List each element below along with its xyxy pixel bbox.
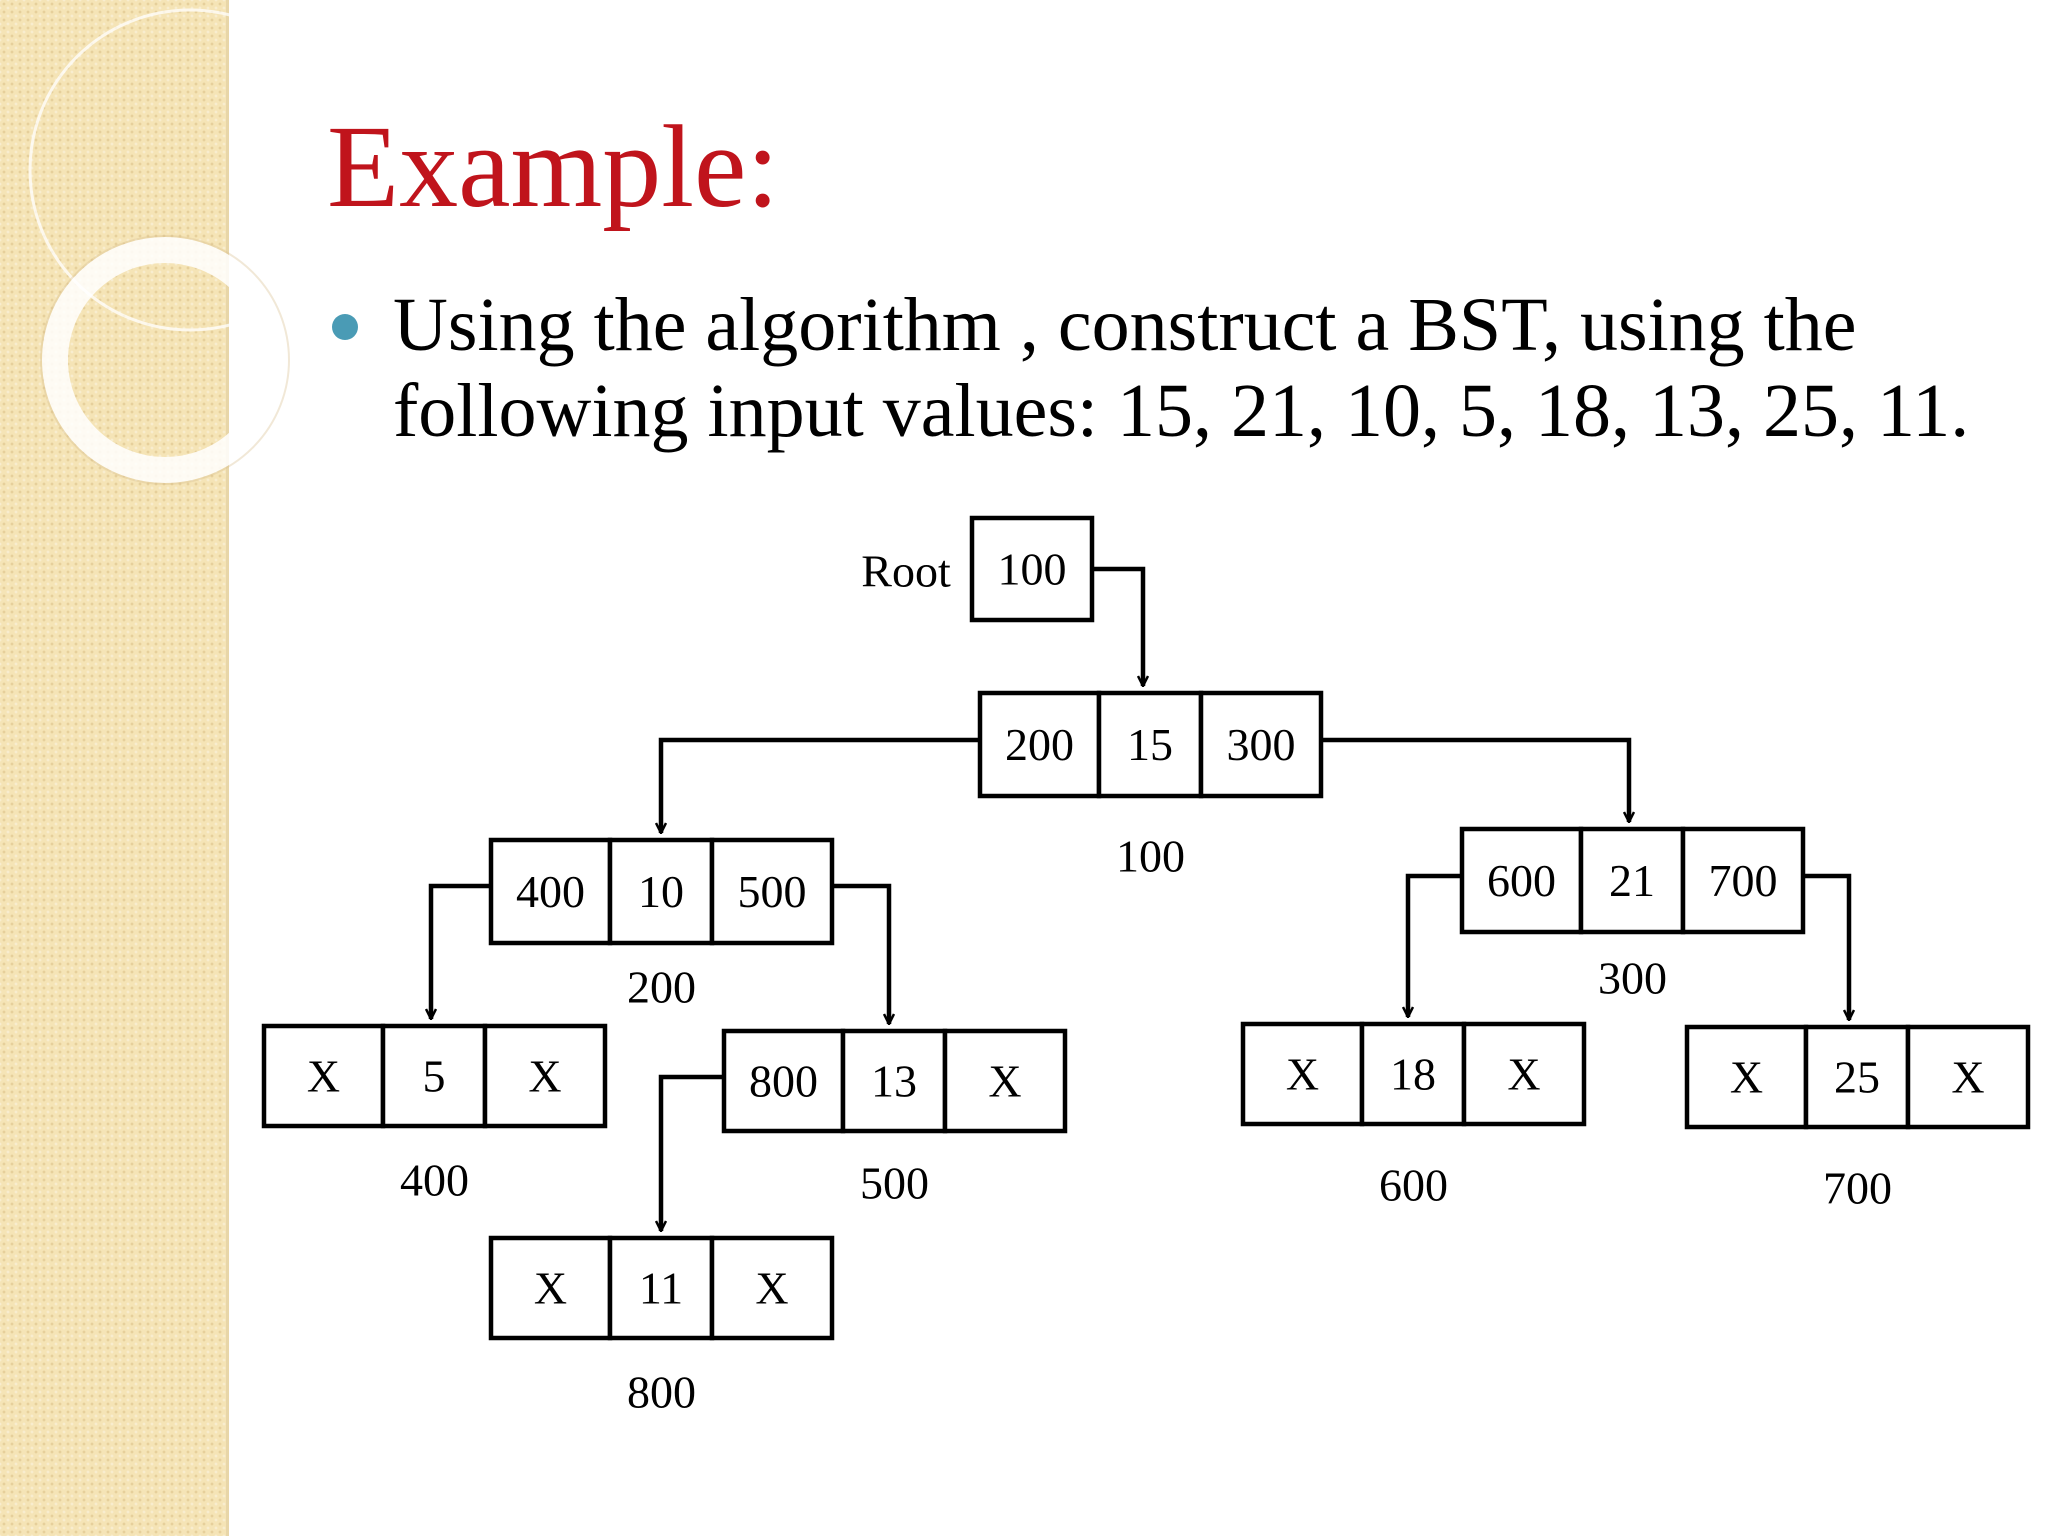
node-right-text: X [1507, 1049, 1540, 1100]
arrow-21-to-18 [1408, 876, 1462, 1017]
node-left-text: X [1730, 1052, 1763, 1103]
node-left-text: X [307, 1051, 340, 1102]
node-value-text: 11 [639, 1263, 683, 1314]
node-address-label: 100 [1116, 831, 1185, 882]
node-right-text: 700 [1709, 855, 1778, 906]
node-value-text: 5 [423, 1051, 446, 1102]
bst-node-600: X 18 X [1243, 1024, 1584, 1124]
arrow-root-to-15 [1092, 569, 1143, 686]
arrow-15-to-21 [1321, 740, 1629, 822]
node-left-text: 200 [1005, 719, 1074, 770]
root-label: Root [861, 546, 951, 597]
node-address-label: 400 [400, 1155, 469, 1206]
node-left-text: X [1286, 1049, 1319, 1100]
node-address-label: 200 [627, 962, 696, 1013]
node-value-text: 18 [1390, 1049, 1436, 1100]
node-left-text: 800 [749, 1056, 818, 1107]
node-right-text: X [988, 1056, 1021, 1107]
root-pointer: 100 Root [861, 518, 1092, 620]
node-address-label: 500 [860, 1158, 929, 1209]
node-value-text: 21 [1609, 855, 1655, 906]
node-value-text: 10 [638, 866, 684, 917]
arrow-10-to-13 [832, 886, 889, 1024]
node-right-text: X [1951, 1052, 1984, 1103]
node-value-text: 25 [1834, 1052, 1880, 1103]
arrow-10-to-5 [431, 886, 491, 1019]
bst-node-700: X 25 X [1687, 1027, 2028, 1127]
node-address-label: 300 [1598, 953, 1667, 1004]
node-left-text: 600 [1487, 855, 1556, 906]
bst-node-500: 800 13 X [724, 1031, 1065, 1131]
bst-node-800: X 11 X [491, 1238, 832, 1338]
node-address-label: 800 [627, 1367, 696, 1418]
bst-node-100: 200 15 300 [980, 693, 1321, 796]
bst-node-400: X 5 X [264, 1026, 605, 1126]
node-left-text: 400 [516, 866, 585, 917]
arrow-13-to-11 [661, 1077, 724, 1231]
bst-node-200: 400 10 500 [491, 840, 832, 943]
node-address-label: 700 [1823, 1163, 1892, 1214]
node-value-text: 13 [871, 1056, 917, 1107]
root-pointer-text: 100 [998, 544, 1067, 595]
node-right-text: X [528, 1051, 561, 1102]
arrow-15-to-10 [661, 740, 980, 833]
node-left-text: X [534, 1263, 567, 1314]
node-value-text: 15 [1127, 719, 1173, 770]
arrow-21-to-25 [1803, 876, 1849, 1020]
bst-node-300: 600 21 700 [1462, 829, 1803, 932]
node-right-text: 500 [738, 866, 807, 917]
node-right-text: 300 [1227, 719, 1296, 770]
node-right-text: X [755, 1263, 788, 1314]
node-address-label: 600 [1379, 1160, 1448, 1211]
